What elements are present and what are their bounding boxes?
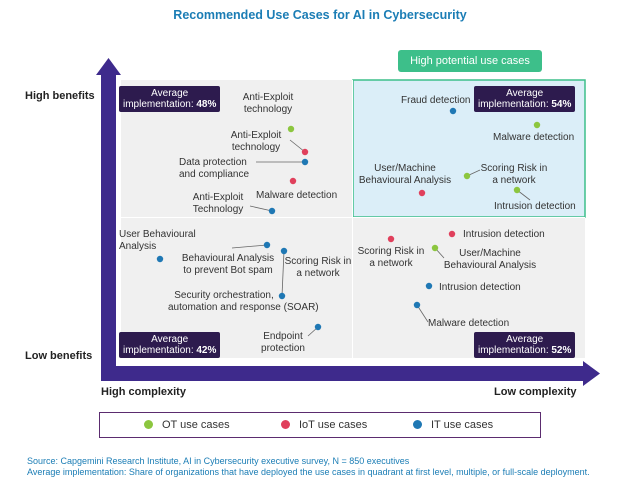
badge-title: Average (151, 334, 189, 345)
point-label-iot-malware: Malware detection (256, 190, 338, 201)
x-axis-bar (101, 366, 586, 381)
x-axis-left-label: High complexity (101, 386, 186, 398)
data-point-iot (301, 148, 309, 156)
x-axis-arrowhead (583, 361, 600, 386)
data-point-it (280, 247, 288, 255)
data-point-it (156, 255, 164, 263)
badge-value: 42% (196, 345, 217, 356)
data-point-ot (431, 244, 439, 252)
badge-prefix: implementation: (478, 99, 552, 110)
data-point-iot (418, 189, 426, 197)
connector-line (249, 205, 273, 212)
point-label-ot-malware: Malware detection (493, 132, 575, 143)
high-potential-banner: High potential use cases (398, 50, 542, 72)
legend-dot-it (413, 420, 422, 429)
y-axis-bar (101, 72, 116, 372)
x-axis-right-label: Low complexity (494, 386, 577, 398)
point-label-it-malware: Malware detection (428, 318, 510, 329)
point-label-ot-intrusion: Intrusion detection (494, 201, 576, 212)
definition-line: Average implementation: Share of organiz… (27, 467, 590, 477)
badge-title: Average (506, 88, 544, 99)
data-point-it (278, 292, 286, 300)
badge-prefix: implementation: (123, 345, 197, 356)
data-point-it (413, 301, 421, 309)
connector-line (289, 139, 306, 153)
data-point-it (301, 158, 309, 166)
data-point-it (263, 241, 271, 249)
legend: OT use cases IoT use cases IT use cases (99, 412, 541, 438)
legend-dot-ot (144, 420, 153, 429)
badge-value: 54% (551, 99, 572, 110)
point-label-it-fraud: Fraud detection (401, 95, 471, 106)
legend-dot-iot (281, 420, 290, 429)
y-axis-top-label: High benefits (25, 90, 95, 102)
point-label-it-soar: Security orchestration,automation and re… (168, 290, 319, 313)
chart-title: Recommended Use Cases for AI in Cybersec… (173, 8, 467, 22)
data-point-it (449, 107, 457, 115)
connector-line (416, 304, 429, 323)
data-point-it (314, 323, 322, 331)
connector-line (231, 244, 268, 249)
data-point-ot (463, 172, 471, 180)
legend-item-it: IT use cases (413, 413, 493, 437)
badge-title: Average (151, 88, 189, 99)
data-point-ot (513, 186, 521, 194)
connector-line (281, 250, 285, 297)
badge-prefix: implementation: (478, 345, 552, 356)
data-point-iot (289, 177, 297, 185)
badge-prefix: implementation: (123, 99, 197, 110)
data-point-ot (533, 121, 541, 129)
source-line: Source: Capgemini Research Institute, AI… (27, 456, 410, 466)
data-point-ot (287, 125, 295, 133)
badge-value: 48% (196, 99, 217, 110)
data-point-iot (387, 235, 395, 243)
data-point-it (268, 207, 276, 215)
legend-item-iot: IoT use cases (281, 413, 367, 437)
data-point-it (425, 282, 433, 290)
point-label-iot-intrusion: Intrusion detection (463, 229, 545, 240)
point-label-it-intrusion: Intrusion detection (439, 282, 521, 293)
data-points (156, 107, 541, 331)
legend-item-ot: OT use cases (144, 413, 230, 437)
source-note: Source: Capgemini Research Institute, AI… (27, 456, 627, 478)
badge-value: 52% (551, 345, 572, 356)
y-axis-bottom-label: Low benefits (25, 350, 93, 362)
data-point-iot (448, 230, 456, 238)
badge-title: Average (506, 334, 544, 345)
y-axis-arrowhead (96, 58, 121, 75)
